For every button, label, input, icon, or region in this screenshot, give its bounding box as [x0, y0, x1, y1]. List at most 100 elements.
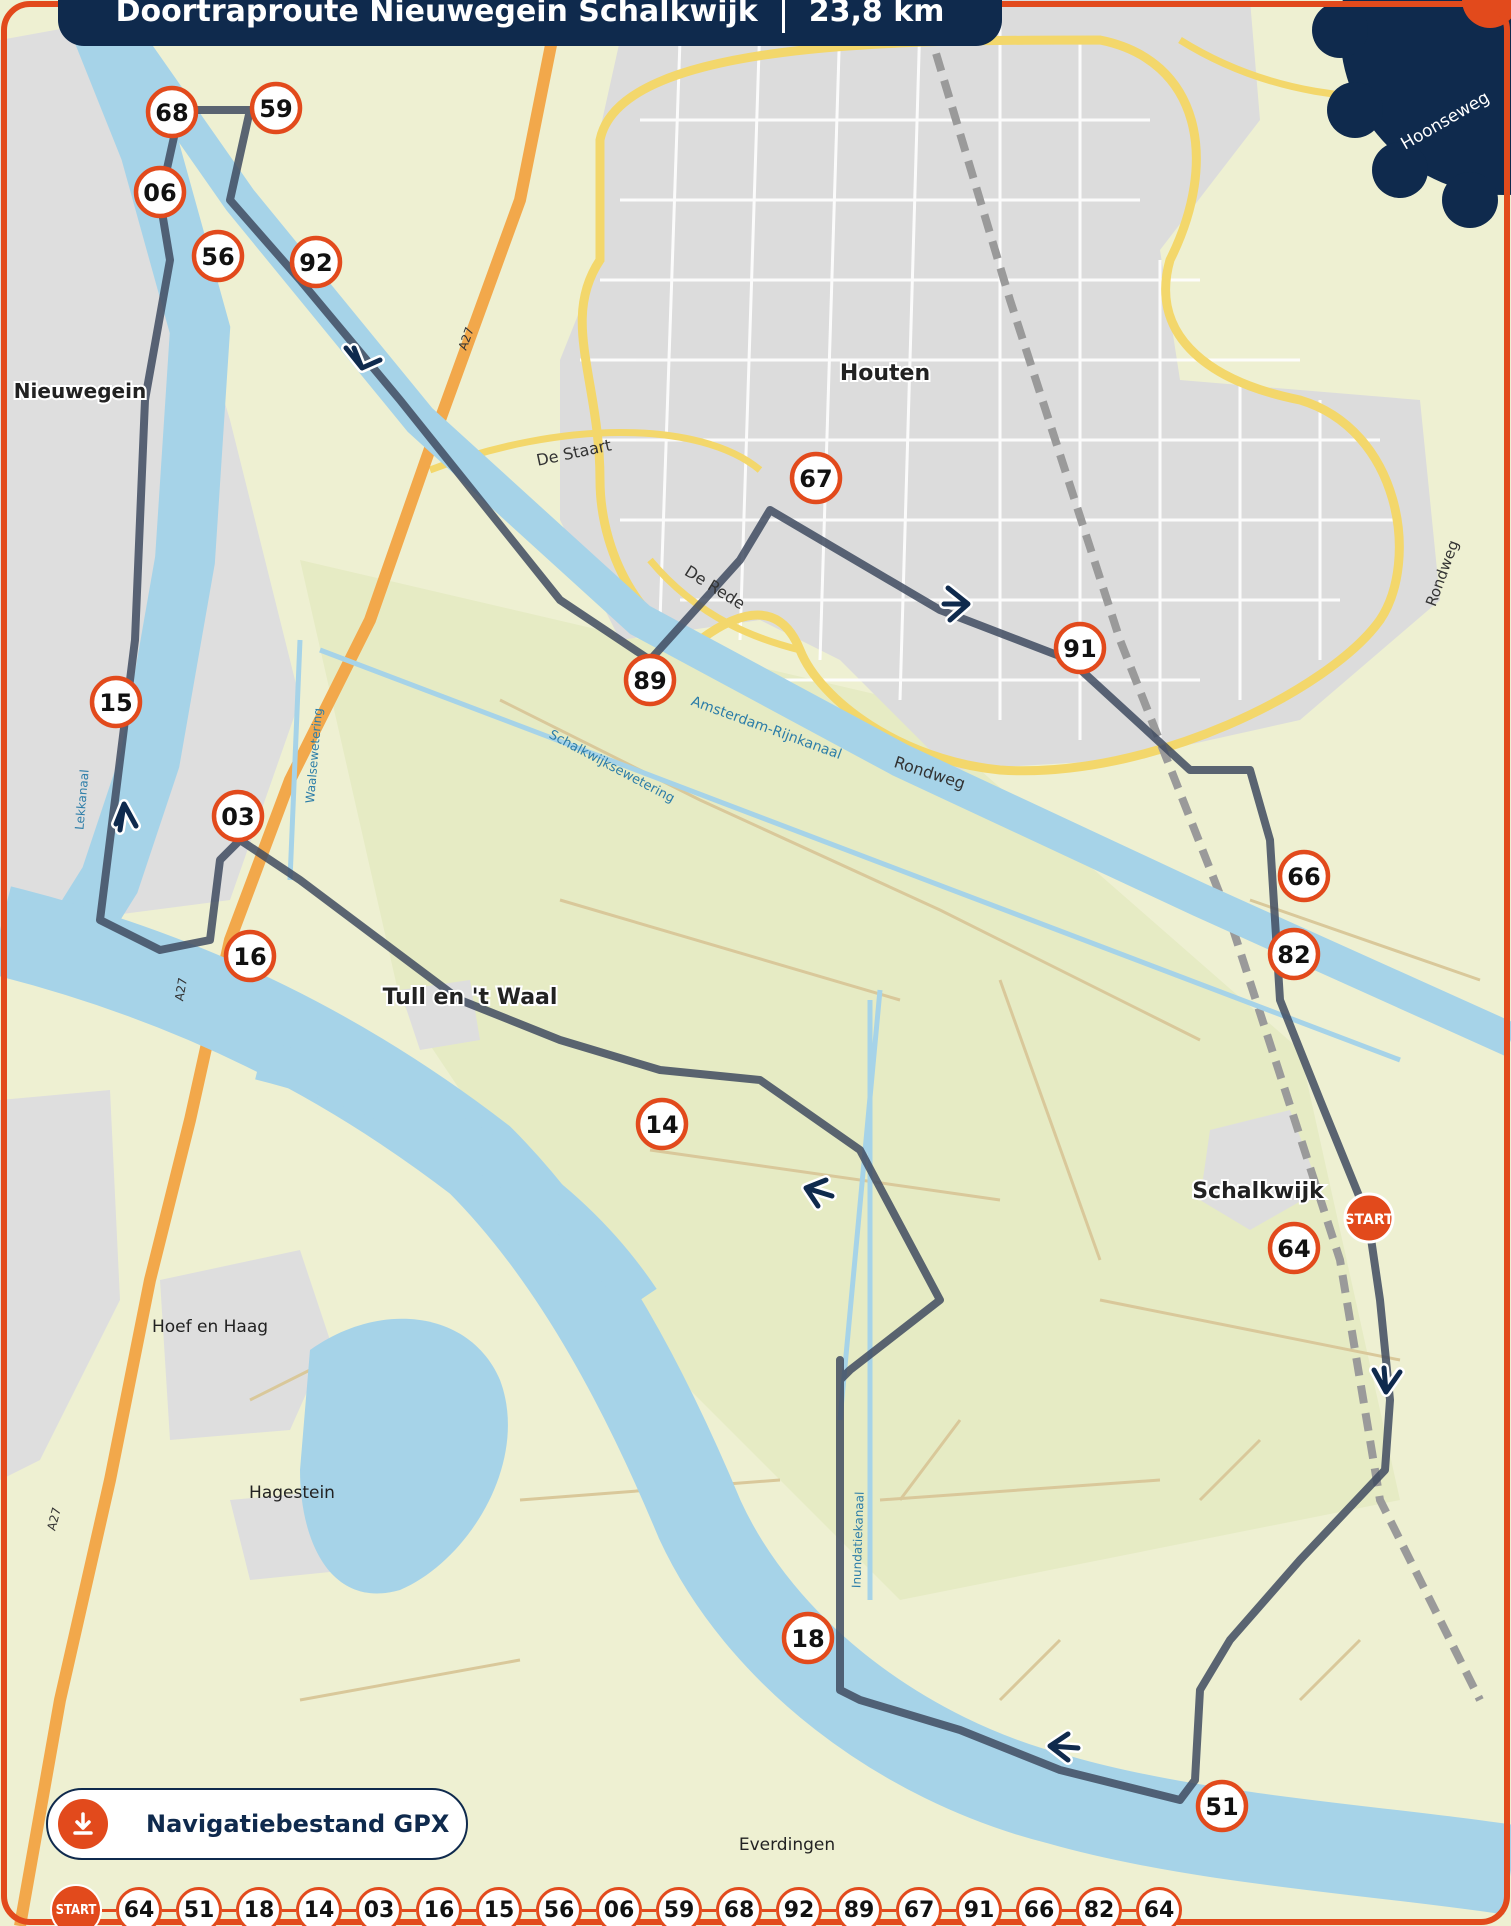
node-marker-91[interactable]: 91 [1053, 621, 1107, 675]
sequence-connector [642, 1908, 656, 1912]
sequence-node-label: 91 [956, 1887, 1002, 1926]
node-marker-circle [789, 451, 843, 505]
railway [916, 0, 1484, 1702]
node-markers: 68 59 06 56 92 67 91 89 15 03 66 82 16 14 64 18 51 [89, 81, 1331, 1833]
direction-arrows [111, 343, 1405, 1765]
start-marker[interactable]: START [1343, 1192, 1395, 1244]
node-marker-label: 56 [201, 243, 234, 271]
download-icon [58, 1799, 108, 1849]
sequence-connector [1002, 1908, 1016, 1912]
sequence-connector [942, 1908, 956, 1912]
sequence-node-label: 14 [296, 1887, 342, 1926]
node-marker-circle [211, 789, 265, 843]
sequence-connector [882, 1908, 896, 1912]
node-marker-18[interactable]: 18 [781, 1611, 835, 1665]
node-marker-51[interactable]: 51 [1195, 1779, 1249, 1833]
start-marker-circle [1343, 1192, 1395, 1244]
lake [300, 1318, 508, 1594]
place-label: Schalkwijk [1192, 1179, 1325, 1204]
sequence-connector [522, 1908, 536, 1912]
node-marker-circle [223, 929, 277, 983]
direction-arrow-icon [111, 799, 141, 835]
schalkwijksewetering [319, 647, 1401, 1063]
sequence-node-label: 89 [836, 1887, 882, 1926]
node-marker-68[interactable]: 68 [145, 85, 199, 139]
sequence-connector [822, 1908, 836, 1912]
sequence-node: 91 [942, 1887, 1002, 1926]
node-marker-label: 68 [155, 99, 188, 127]
sequence-connector [1062, 1908, 1076, 1912]
node-marker-15[interactable]: 15 [89, 675, 143, 729]
water-label: Inundatiekanaal [849, 1491, 866, 1588]
water-label: Lekkanaal [72, 769, 91, 831]
node-marker-66[interactable]: 66 [1277, 849, 1331, 903]
sequence-node-label: 64 [116, 1887, 162, 1926]
node-marker-06[interactable]: 06 [133, 165, 187, 219]
node-marker-67[interactable]: 67 [789, 451, 843, 505]
direction-arrow-icon [1369, 1363, 1405, 1397]
place-label: Nieuwegein [14, 379, 146, 403]
sequence-node: 16 [402, 1887, 462, 1926]
node-marker-label: 06 [143, 179, 176, 207]
sequence-node: 06 [582, 1887, 642, 1926]
sequence-node-label: 67 [896, 1887, 942, 1926]
direction-arrow-icon [939, 583, 973, 625]
place-label: Tull en 't Waal [383, 985, 558, 1010]
direction-arrow-icon [801, 1175, 837, 1211]
place-label: Houten [840, 361, 930, 386]
node-marker-label: 64 [1277, 1235, 1310, 1263]
node-marker-circle [623, 653, 677, 707]
node-marker-circle [781, 1611, 835, 1665]
sequence-node-label: 16 [416, 1887, 462, 1926]
sequence-node-label: 15 [476, 1887, 522, 1926]
schalkwijk-urban-area [1200, 1110, 1320, 1230]
node-marker-59[interactable]: 59 [249, 81, 303, 135]
node-marker-circle [89, 675, 143, 729]
sequence-connector [702, 1908, 716, 1912]
node-marker-14[interactable]: 14 [635, 1097, 689, 1151]
sequence-node-label: 82 [1076, 1887, 1122, 1926]
polder-area [300, 560, 1400, 1600]
sequence-connector [762, 1908, 776, 1912]
node-marker-03[interactable]: 03 [211, 789, 265, 843]
sequence-node-label: 92 [776, 1887, 822, 1926]
sequence-node: 56 [522, 1887, 582, 1926]
node-marker-circle [1267, 927, 1321, 981]
lekkanaal [34, 0, 231, 976]
sequence-node: 14 [282, 1887, 342, 1926]
node-marker-label: 16 [233, 943, 266, 971]
sequence-node-label: 66 [1016, 1887, 1062, 1926]
node-marker-circle [635, 1097, 689, 1151]
sequence-node: 51 [162, 1887, 222, 1926]
sequence-connector [402, 1908, 416, 1912]
node-marker-16[interactable]: 16 [223, 929, 277, 983]
node-marker-circle [1053, 621, 1107, 675]
sequence-node: 66 [1002, 1887, 1062, 1926]
node-marker-label: 82 [1277, 941, 1310, 969]
route-line [96, 106, 1394, 1804]
gpx-download-label: Navigatiebestand GPX [146, 1810, 450, 1838]
gpx-download-button[interactable]: Navigatiebestand GPX [46, 1788, 468, 1860]
place-label: Hoef en Haag [152, 1317, 268, 1337]
node-marker-64[interactable]: 64 [1267, 1221, 1321, 1275]
node-marker-circle [289, 235, 343, 289]
road-label: A27 [44, 1506, 64, 1532]
node-marker-92[interactable]: 92 [289, 235, 343, 289]
road-label: A27 [172, 977, 190, 1003]
node-marker-89[interactable]: 89 [623, 653, 677, 707]
node-marker-circle [1277, 849, 1331, 903]
sequence-node: 18 [222, 1887, 282, 1926]
sequence-node: 15 [462, 1887, 522, 1926]
node-marker-circle [1195, 1779, 1249, 1833]
node-marker-56[interactable]: 56 [191, 229, 245, 283]
sequence-node: 68 [702, 1887, 762, 1926]
direction-arrow-icon [1045, 1729, 1083, 1765]
node-marker-82[interactable]: 82 [1267, 927, 1321, 981]
sequence-node-label: 64 [1136, 1887, 1182, 1926]
sequence-node: 59 [642, 1887, 702, 1926]
sequence-node: 82 [1062, 1887, 1122, 1926]
